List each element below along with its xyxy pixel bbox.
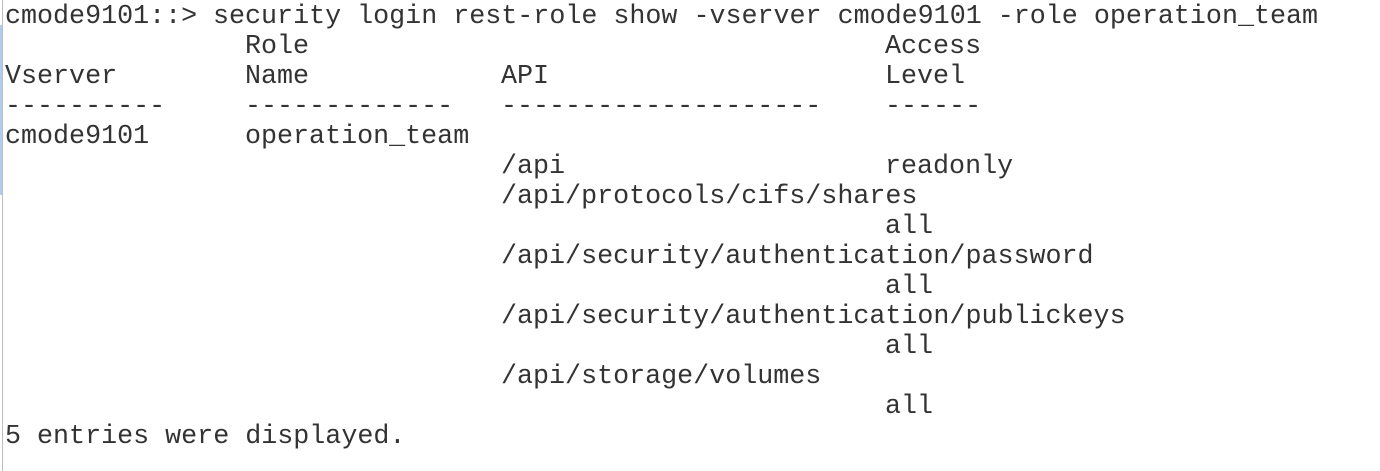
table-row: cmode9101 operation_team [0, 122, 1380, 152]
api-path-5: /api/storage/volumes [501, 362, 822, 392]
api-entry-row: /api/storage/volumes [0, 362, 1380, 392]
api-path-4: /api/security/authentication/publickeys [501, 302, 1126, 332]
header-access-level-1: Access [885, 32, 982, 62]
api-entry-row: /api/security/authentication/password [0, 242, 1380, 272]
header-role-name-2: Name [245, 62, 310, 92]
access-wrap-row: all [0, 272, 1380, 302]
command-line: cmode9101::> security login rest-role sh… [0, 2, 1380, 32]
access-level-1: readonly [885, 152, 1014, 182]
access-wrap-row: all [0, 212, 1380, 242]
header-api: API [501, 62, 550, 92]
api-path-2: /api/protocols/cifs/shares [501, 182, 918, 212]
entries-displayed-status: 5 entries were displayed. [5, 422, 406, 452]
api-entry-row: /api/security/authentication/publickeys [0, 302, 1380, 332]
api-path-3: /api/security/authentication/password [501, 242, 1094, 272]
rule-access-level: ------ [885, 92, 982, 122]
access-level-2: all [885, 212, 934, 242]
api-entry-row: /api/protocols/cifs/shares [0, 182, 1380, 212]
table-header-row-1: Role Access [0, 32, 1380, 62]
header-vserver: Vserver [5, 62, 118, 92]
header-access-level-2: Level [885, 62, 966, 92]
access-wrap-row: all [0, 332, 1380, 362]
window-border [2, 0, 3, 471]
cli-prompt: cmode9101::> [5, 2, 198, 32]
table-rule-row: ---------- ------------- ---------------… [0, 92, 1380, 122]
access-level-4: all [885, 332, 934, 362]
role-name-value: operation_team [245, 122, 470, 152]
header-role-name-1: Role [245, 32, 310, 62]
rule-role-name: ------------- [245, 92, 454, 122]
api-entry-row: /api readonly [0, 152, 1380, 182]
left-accent-strip [0, 25, 2, 195]
vserver-value: cmode9101 [5, 122, 150, 152]
access-level-3: all [885, 272, 934, 302]
rule-vserver: ---------- [5, 92, 166, 122]
access-wrap-row: all [0, 392, 1380, 422]
api-path-1: /api [501, 152, 566, 182]
footer-status-row: 5 entries were displayed. [0, 422, 1380, 452]
access-level-5: all [885, 392, 934, 422]
cli-command: security login rest-role show -vserver c… [213, 2, 1319, 32]
rule-api: -------------------- [501, 92, 822, 122]
table-header-row-2: Vserver Name API Level [0, 62, 1380, 92]
